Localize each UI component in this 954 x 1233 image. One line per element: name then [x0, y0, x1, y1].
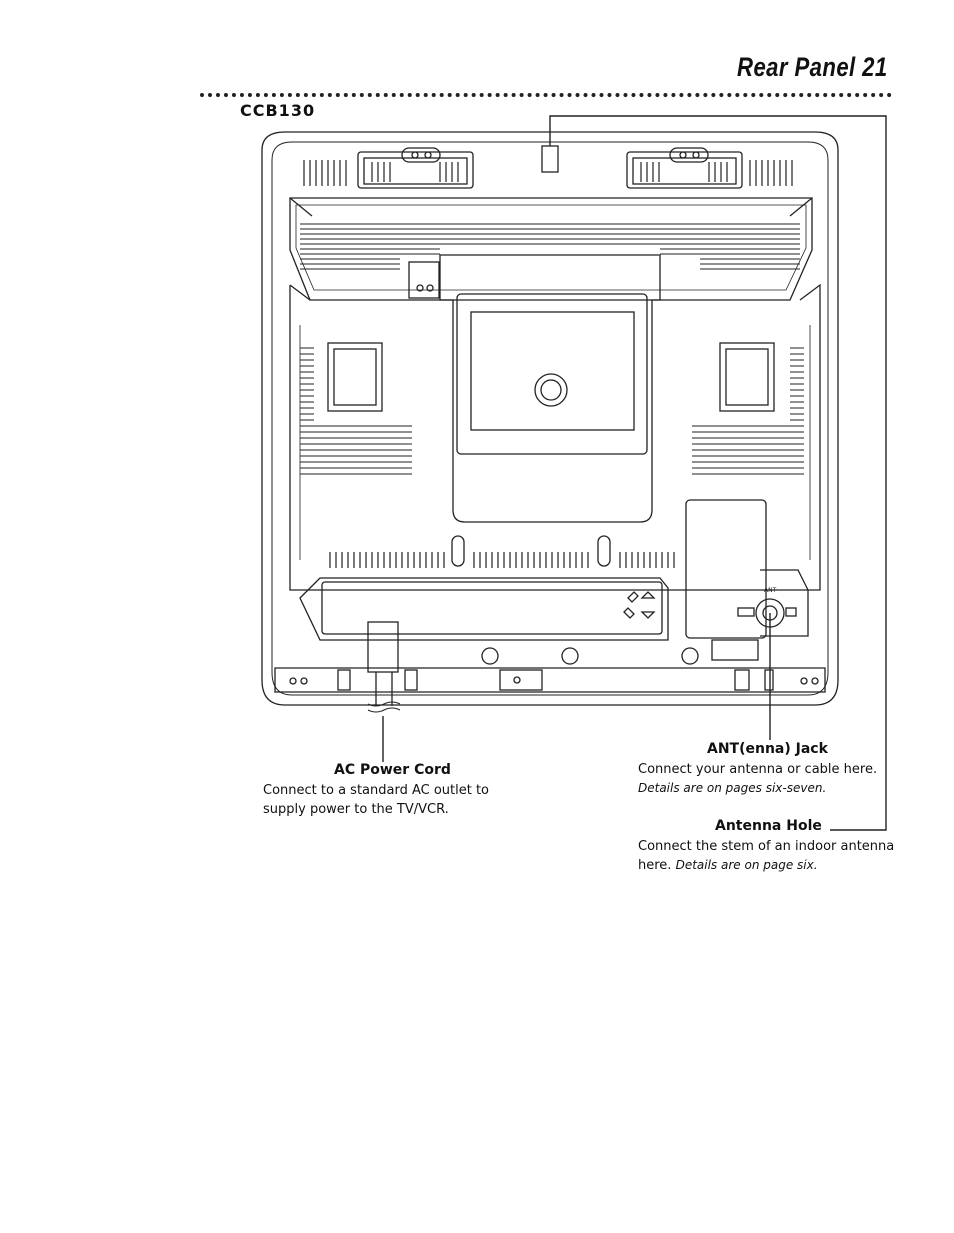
ac-power-text-1: Connect to a standard AC outlet to	[263, 783, 490, 798]
ac-power-title: AC Power Cord	[334, 762, 451, 778]
ant-small-label: ANT	[764, 587, 777, 594]
antenna-hole-text-2-italic: Details are on page six.	[675, 858, 818, 872]
cabinet-outline	[261, 131, 839, 706]
antenna-hole-leader	[549, 115, 887, 831]
ac-power-text-2: supply power to the TV/VCR.	[263, 802, 449, 817]
channel-volume-buttons	[623, 591, 656, 619]
antenna-hole-text-1: Connect the stem of an indoor antenna	[638, 839, 895, 854]
ant-jack-text-1: Connect your antenna or cable here.	[638, 762, 878, 777]
top-left-handle	[357, 147, 474, 189]
side-vents	[300, 347, 804, 475]
antenna-hole-title: Antenna Hole	[715, 818, 822, 834]
ant-jack-text-2: Details are on pages six-seven.	[638, 781, 827, 795]
model-number: CCB130	[240, 101, 316, 120]
bottom-vent-row	[329, 552, 675, 568]
dotted-rule	[200, 93, 892, 97]
top-right-handle	[626, 147, 743, 189]
antenna-hole	[541, 145, 559, 173]
page-title: Rear Panel 21	[737, 52, 888, 82]
upper-vents	[300, 223, 800, 270]
center-screw	[534, 373, 568, 407]
antenna-hole-text-2-plain: here.	[638, 858, 672, 873]
ac-power-cord	[367, 621, 401, 713]
ant-jack-title: ANT(enna) Jack	[707, 741, 828, 757]
antenna-hole-text-2: here. Details are on page six.	[638, 856, 818, 875]
top-vent-slots	[303, 160, 793, 186]
